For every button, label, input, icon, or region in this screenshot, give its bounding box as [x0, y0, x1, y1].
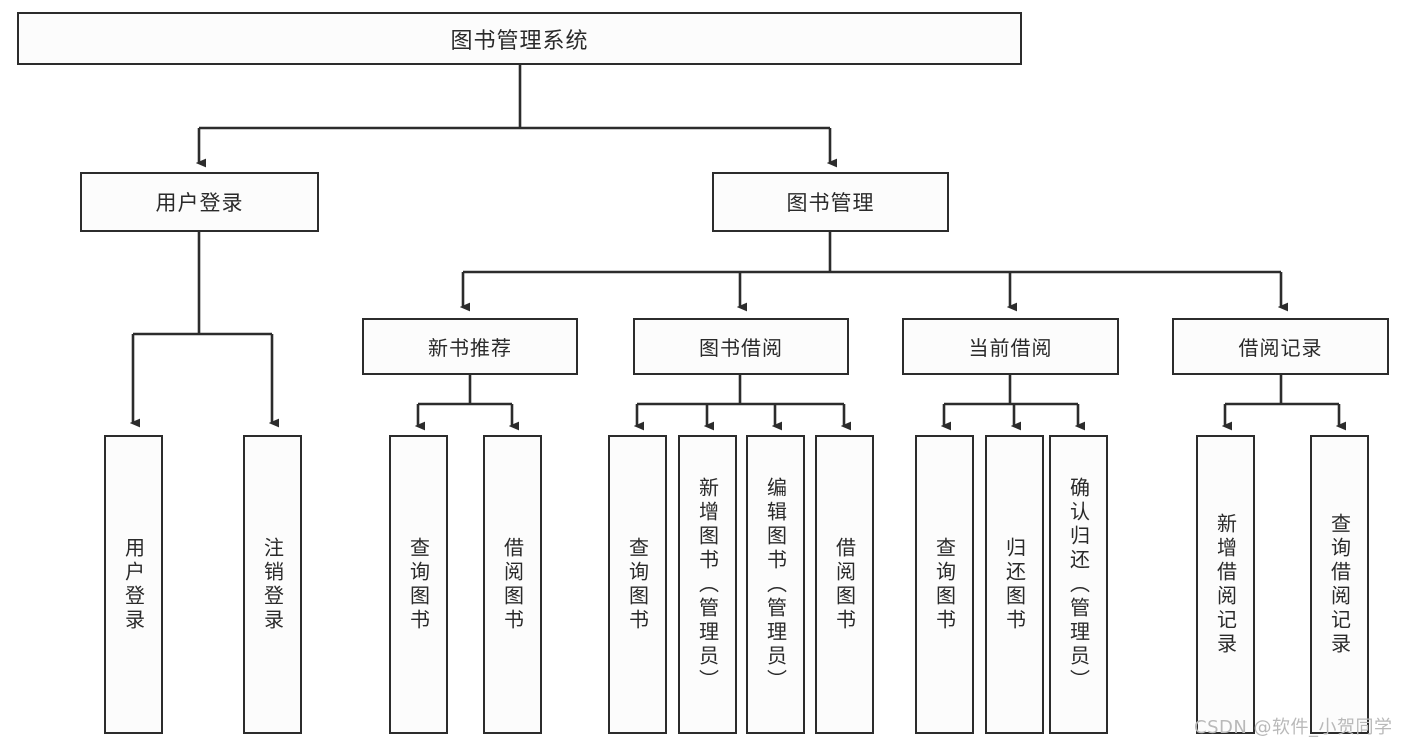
- node-label: 借阅图书: [832, 536, 857, 633]
- watermark-text: CSDN @软件_小贺同学: [1194, 717, 1393, 738]
- leaf-user-login-signin[interactable]: 用户登录: [104, 435, 163, 734]
- node-label: 查询图书: [932, 536, 957, 633]
- node-current-borrow[interactable]: 当前借阅: [902, 318, 1119, 375]
- node-label: 当前借阅: [968, 336, 1053, 360]
- node-label: 图书管理: [786, 191, 875, 215]
- node-label: 查询图书: [406, 536, 431, 633]
- node-label: 图书借阅: [699, 336, 783, 360]
- node-label: 查询图书: [625, 536, 650, 633]
- node-label: 新书推荐: [428, 336, 512, 360]
- node-label: 新增图书（管理员）: [695, 476, 720, 693]
- node-label: 归还图书: [1002, 536, 1027, 633]
- node-root-library-management-system[interactable]: 图书管理系统: [17, 12, 1022, 65]
- node-label: 用户登录: [121, 536, 146, 633]
- node-label: 图书管理系统: [450, 28, 589, 54]
- node-book-management[interactable]: 图书管理: [712, 172, 949, 232]
- node-label: 确认归还（管理员）: [1066, 476, 1091, 693]
- leaf-book-borrow-borrow-book[interactable]: 借阅图书: [815, 435, 874, 734]
- node-label: 借阅记录: [1238, 336, 1323, 360]
- leaf-new-book-borrow-book[interactable]: 借阅图书: [483, 435, 542, 734]
- node-label: 用户登录: [155, 191, 244, 215]
- node-label: 编辑图书（管理员）: [763, 476, 788, 693]
- leaf-current-borrow-confirm-return-admin[interactable]: 确认归还（管理员）: [1049, 435, 1108, 734]
- node-borrow-record[interactable]: 借阅记录: [1172, 318, 1389, 375]
- leaf-book-borrow-edit-book-admin[interactable]: 编辑图书（管理员）: [746, 435, 805, 734]
- node-new-book-recommend[interactable]: 新书推荐: [362, 318, 578, 375]
- leaf-current-borrow-query-book[interactable]: 查询图书: [915, 435, 974, 734]
- leaf-new-book-query-book[interactable]: 查询图书: [389, 435, 448, 734]
- node-label: 查询借阅记录: [1327, 512, 1352, 657]
- leaf-borrow-record-add-record[interactable]: 新增借阅记录: [1196, 435, 1255, 734]
- node-book-borrow[interactable]: 图书借阅: [633, 318, 849, 375]
- node-label: 新增借阅记录: [1213, 512, 1238, 657]
- leaf-book-borrow-query-book[interactable]: 查询图书: [608, 435, 667, 734]
- node-label: 注销登录: [260, 536, 285, 633]
- node-label: 借阅图书: [500, 536, 525, 633]
- node-user-login[interactable]: 用户登录: [80, 172, 319, 232]
- leaf-user-login-signout[interactable]: 注销登录: [243, 435, 302, 734]
- leaf-book-borrow-add-book-admin[interactable]: 新增图书（管理员）: [678, 435, 737, 734]
- leaf-borrow-record-query-record[interactable]: 查询借阅记录: [1310, 435, 1369, 734]
- leaf-current-borrow-return-book[interactable]: 归还图书: [985, 435, 1044, 734]
